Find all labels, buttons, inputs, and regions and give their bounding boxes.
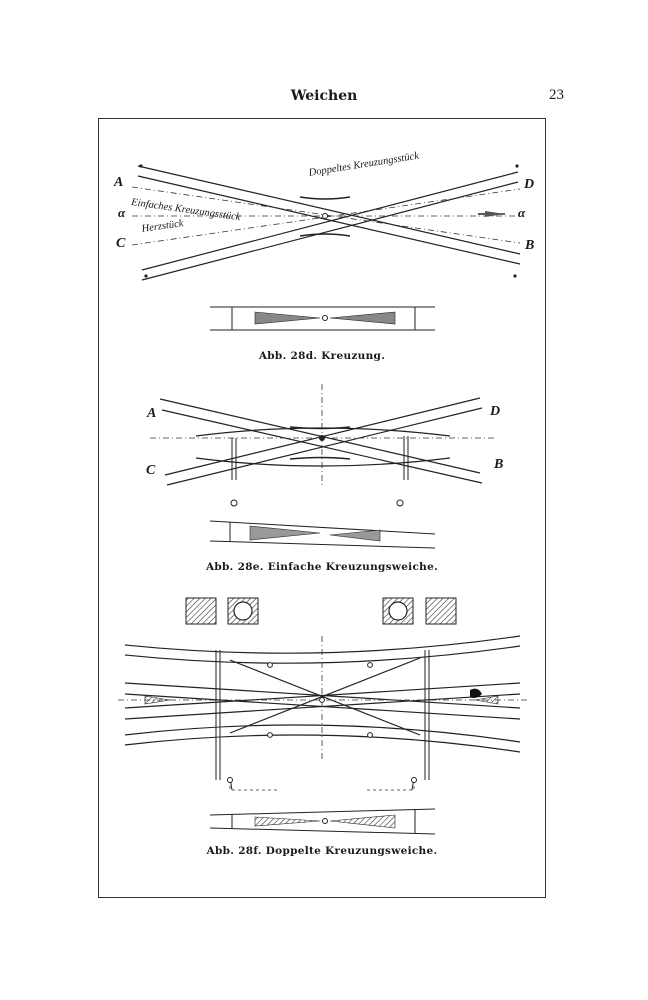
label-28e-C: C: [146, 463, 156, 478]
label-28d-alpha-right: α: [518, 205, 526, 220]
caption-28e: Abb. 28e. Einfache Kreuzungsweiche.: [205, 561, 439, 573]
label-28e-D: D: [490, 404, 501, 419]
label-28e-B: B: [494, 457, 504, 472]
caption-28d: Abb. 28d. Kreuzung.: [258, 350, 386, 362]
figure-frame: [98, 118, 546, 898]
label-28d-D: D: [524, 177, 535, 192]
page-number: 23: [549, 87, 564, 103]
label-28d-B: B: [525, 238, 535, 253]
running-title: Weichen: [290, 88, 358, 104]
label-28d-A: A: [114, 175, 124, 190]
label-28e-A: A: [147, 406, 157, 421]
label-28d-C: C: [116, 236, 126, 251]
caption-28f: Abb. 28f. Doppelte Kreuzungsweiche.: [206, 845, 438, 857]
label-28d-alpha-left: α: [118, 205, 126, 220]
